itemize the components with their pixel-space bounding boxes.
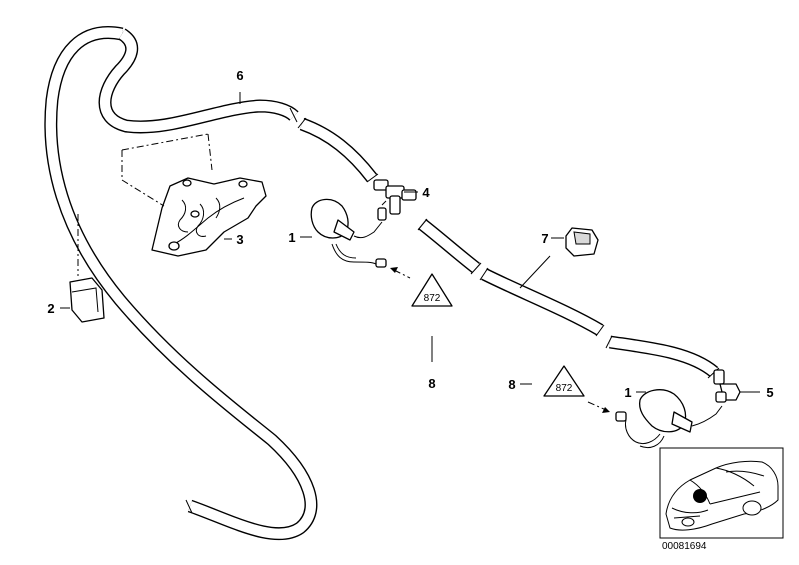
clip-2 xyxy=(69,214,105,323)
callout-6: 6 xyxy=(236,68,243,83)
hose-middle xyxy=(417,218,720,379)
callout-labels: 6 4 1 3 2 7 8 8 1 5 xyxy=(47,68,773,400)
callout-1: 1 xyxy=(288,230,295,245)
long-hose xyxy=(44,26,318,541)
nozzle-1-lower xyxy=(615,389,723,449)
bracket-3 xyxy=(121,133,267,257)
callout-3: 3 xyxy=(236,232,243,247)
warning-symbol-upper: 872 xyxy=(411,273,453,307)
callout-2: 2 xyxy=(47,301,54,316)
hose-6 xyxy=(98,28,379,183)
catalog-number: 00081694 xyxy=(662,541,707,552)
svg-text:872: 872 xyxy=(424,293,441,304)
leader-lines xyxy=(60,92,760,413)
warning-symbol-lower: 872 xyxy=(543,365,585,397)
callout-8: 8 xyxy=(428,376,435,391)
elbow-5 xyxy=(713,369,741,403)
grommet-7 xyxy=(519,227,599,289)
callout-5: 5 xyxy=(766,385,773,400)
nozzle-1-upper xyxy=(310,198,387,268)
callout-7: 7 xyxy=(541,231,548,246)
svg-text:872: 872 xyxy=(556,383,573,394)
callout-4: 4 xyxy=(422,185,430,200)
callout-8: 8 xyxy=(508,377,515,392)
car-locator-inset xyxy=(659,447,784,539)
callout-1: 1 xyxy=(624,385,631,400)
